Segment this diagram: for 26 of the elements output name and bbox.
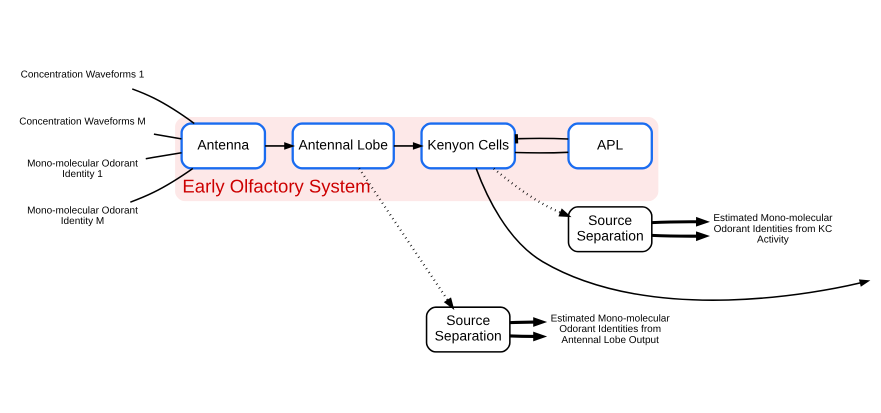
- arrow: [394, 142, 424, 150]
- node-box: APL: [567, 122, 653, 170]
- connector: [130, 168, 194, 203]
- node-text: Estimated Mono-molecular Odorant Identities from Antennal Lobe Output: [550, 313, 670, 346]
- node-box: Source Separation: [426, 306, 511, 353]
- node-text: Estimated Mono-molecular Odorant Identities from KC Activity: [713, 213, 832, 246]
- node-text: Mono-molecular Odorant Identity 1: [27, 158, 138, 180]
- node-box: Antenna: [180, 122, 266, 170]
- node-box: Kenyon Cells: [420, 122, 516, 170]
- connector: [514, 134, 568, 144]
- node-text: Concentration Waveforms 1: [20, 70, 144, 81]
- arrow: [510, 317, 548, 327]
- node-box: Source Separation: [568, 206, 653, 252]
- arrow: [652, 216, 710, 227]
- arrow: [358, 168, 454, 310]
- arrow: [493, 168, 572, 218]
- arrow: [652, 231, 710, 242]
- connector: [154, 133, 182, 140]
- connector: [132, 88, 195, 124]
- arrow: [510, 332, 548, 342]
- connector: [514, 152, 568, 154]
- node-text: Concentration Waveforms M: [19, 116, 146, 128]
- node-text: Mono-molecular Odorant Identity M: [27, 205, 138, 228]
- connector: [146, 152, 182, 160]
- node-box: Antennal Lobe: [292, 122, 395, 170]
- arrow: [265, 142, 296, 150]
